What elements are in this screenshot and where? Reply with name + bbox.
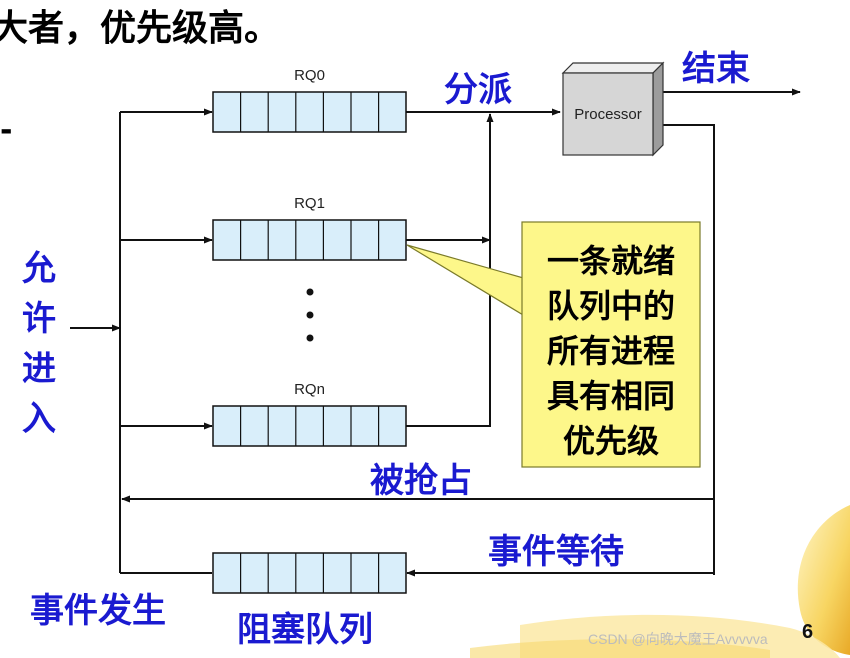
callout-line: 具有相同 (547, 377, 675, 415)
bullet-mark: - (0, 113, 12, 148)
processor-label: Processor (574, 106, 642, 123)
rq1-queue-box (212, 219, 407, 261)
rq0-queue: RQ0 (212, 67, 407, 133)
watermark-text: CSDN @向晚大魔王Avvvvva (588, 631, 768, 647)
admit-label-char: 许 (22, 299, 56, 339)
callout-line: 优先级 (563, 422, 659, 460)
page-number: 6 (802, 621, 813, 643)
corner-decoration (470, 505, 850, 658)
title-fragment: 大者，优先级高。 (0, 8, 280, 49)
finish-label: 结束 (682, 49, 750, 89)
callout-box (521, 221, 701, 468)
rq0-queue-label: RQ0 (294, 67, 325, 84)
blocked-queue-box (212, 552, 407, 594)
ellipsis-dots (306, 288, 314, 342)
admit-label-char: 进 (22, 349, 56, 389)
blocked-queue-label: 阻塞队列 (237, 610, 373, 650)
processor-side-face (652, 61, 664, 157)
blocked-queue (212, 552, 407, 594)
rqn-queue-box (212, 405, 407, 447)
rq1-queue: RQ1 (212, 195, 407, 261)
rqn-queue: RQn (212, 381, 407, 447)
processor-top-face (561, 62, 665, 74)
ellipsis-dot (306, 334, 314, 342)
admit-label-char: 允 (22, 249, 56, 289)
admit-label-char: 入 (22, 399, 56, 439)
preempted-label: 被抢占 (370, 461, 472, 501)
ellipsis-dot (306, 311, 314, 319)
callout-line: 一条就绪 (547, 242, 675, 280)
rq1-queue-label: RQ1 (294, 195, 325, 212)
rq0-queue-box (212, 91, 407, 133)
ellipsis-dot (306, 288, 314, 296)
processor-return-line (652, 124, 715, 575)
flow-lines (70, 88, 801, 577)
event-wait-label: 事件等待 (488, 532, 624, 572)
rqn-queue-label: RQn (294, 381, 325, 398)
event-occurs-label: 事件发生 (30, 591, 166, 631)
processor-box: Processor (561, 61, 665, 157)
callout-line: 所有进程 (547, 332, 675, 370)
processor-front-face (562, 72, 654, 156)
callout-line: 队列中的 (547, 287, 675, 325)
dispatch-label: 分派 (444, 70, 512, 110)
rqn-output-arrow (405, 113, 494, 427)
